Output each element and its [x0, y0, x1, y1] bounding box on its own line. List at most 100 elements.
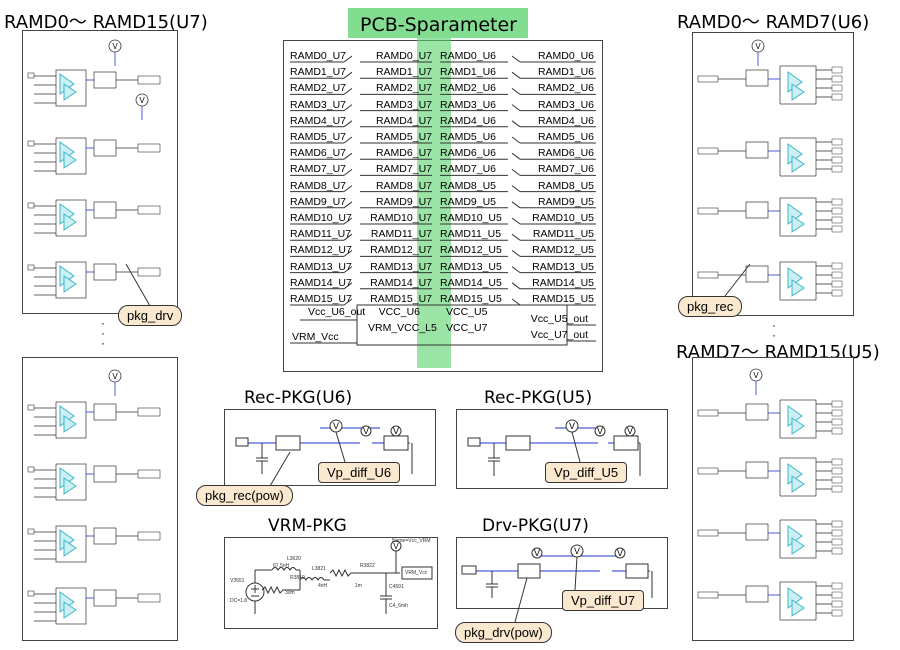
pcb-left-port: RAMD7_U7: [290, 163, 347, 176]
svg-text:V: V: [627, 426, 633, 436]
callout-pkg-rec-pow: pkg_rec(pow): [196, 485, 293, 506]
svg-text:V: V: [139, 96, 145, 105]
callout-vp-diff-u7: Vp_diff_U7: [562, 590, 645, 611]
pcb-vcc-u6-out: Vcc_U6_out: [308, 306, 366, 318]
pcb-inner-right: RAMD2_U6: [440, 82, 497, 95]
vrm-vsrc-label: V3551: [230, 578, 245, 584]
svg-text:V: V: [112, 42, 118, 51]
pcb-right-port: RAMD12_U5: [532, 244, 594, 257]
svg-text:V: V: [753, 371, 759, 380]
pcb-inner-right: RAMD13_U5: [440, 260, 502, 273]
callout-pkg-drv-pow: pkg_drv(pow): [455, 622, 552, 643]
pcb-vcc-u7-out: Vcc_U7_out: [530, 329, 588, 341]
svg-text:V: V: [393, 542, 399, 551]
pcb-right-port: RAMD11_U5: [532, 228, 594, 241]
ellipsis-left: ···: [101, 316, 105, 350]
svg-text:V: V: [617, 548, 623, 558]
vrm-l3821-label: L3821: [312, 566, 326, 572]
pcb-inner-right: RAMD0_U6: [440, 50, 497, 62]
pcb-vrm-vcc-l5: VRM_VCC_L5: [368, 322, 437, 334]
pcb-left-port: RAMD13_U7: [290, 260, 352, 273]
pcb-right-port: RAMD0_U6: [537, 50, 594, 62]
pcb-left-port: RAMD9_U7: [290, 195, 347, 208]
pcb-inner-left: RAMD10_U7: [370, 212, 432, 224]
pcb-inner-right: RAMD5_U6: [440, 131, 497, 143]
pcb-left-port: RAMD4_U7: [290, 114, 347, 127]
pcb-inner-right: RAMD15_U5: [440, 293, 502, 305]
pcb-inner-right: RAMD7_U6: [440, 163, 497, 176]
pcb-inner-left: RAMD11_U7: [370, 228, 432, 241]
pcb-title-highlight: [348, 8, 528, 38]
heading-rec-u6: Rec-PKG(U6): [244, 388, 353, 408]
pcb-inner-left: RAMD12_U7: [370, 244, 432, 257]
pcb-left-port: RAMD2_U7: [290, 82, 347, 95]
pcb-inner-right: RAMD14_U5: [440, 276, 502, 289]
callout-vp-diff-u6: Vp_diff_U6: [318, 462, 401, 483]
pcb-vcc-u7: VCC_U7: [446, 322, 488, 334]
pcb-left-port: RAMD10_U7: [290, 212, 352, 224]
pcb-right-port: RAMD5_U6: [537, 131, 594, 143]
pcb-right-port: RAMD4_U6: [537, 114, 594, 127]
pcb-inner-left: RAMD0_U7: [375, 50, 432, 62]
pcb-inner-left: RAMD15_U7: [370, 293, 432, 305]
pcb-inner-left: RAMD3_U7: [375, 98, 432, 111]
vrm-probe-name: Name=Vcc_VRM: [392, 538, 431, 544]
pcb-inner-left: RAMD9_U7: [375, 195, 432, 208]
pcb-inner-left: RAMD2_U7: [375, 82, 432, 95]
pcb-vrm-vcc: VRM_Vcc: [292, 331, 339, 343]
heading-vrm: VRM-PKG: [268, 516, 347, 536]
pcb-right-port: RAMD6_U6: [537, 147, 594, 160]
vrm-dc-label: DC=1.8: [230, 598, 248, 604]
pcb-right-port: RAMD2_U6: [537, 82, 594, 95]
pcb-right-port: RAMD7_U6: [537, 163, 594, 176]
pcb-right-port: RAMD10_U5: [532, 212, 594, 224]
pcb-inner-right: RAMD4_U6: [440, 114, 497, 127]
pcb-right-port: RAMD15_U5: [532, 293, 594, 305]
vrm-l1-value: 67.5nH: [273, 563, 290, 569]
pcb-inner-right: RAMD12_U5: [440, 244, 502, 257]
pcb-right-port: RAMD9_U5: [537, 195, 594, 208]
heading-drv-u7: Drv-PKG(U7): [482, 516, 589, 536]
pcb-center-highlight: [417, 38, 451, 368]
callout-pkg-drv: pkg_drv: [118, 305, 183, 326]
pcb-inner-right: RAMD1_U6: [440, 66, 497, 79]
vrm-pkg-panel: [224, 537, 438, 629]
svg-text:V: V: [755, 42, 761, 51]
pcb-left-port: RAMD5_U7: [290, 131, 347, 143]
pcb-vcc-u5-out: Vcc_U5_out: [530, 313, 588, 325]
pcb-left-port: RAMD8_U7: [290, 179, 347, 192]
pcb-inner-right: RAMD10_U5: [440, 212, 502, 224]
pcb-vcc-u6: VCC_U6: [378, 306, 420, 318]
pcb-right-port: RAMD13_U5: [532, 260, 594, 273]
vrm-r3819-label: R3819: [290, 575, 305, 581]
pcb-inner-left: RAMD5_U7: [375, 131, 432, 143]
pcb-left-port: RAMD1_U7: [290, 66, 347, 79]
vrm-l2-value: 4nH: [318, 583, 328, 589]
svg-text:V: V: [393, 426, 399, 436]
pcb-left-port: RAMD12_U7: [290, 244, 352, 257]
vrm-r3822-label: R3822: [360, 563, 375, 569]
svg-text:V: V: [574, 546, 580, 556]
pcb-left-port: RAMD3_U7: [290, 98, 347, 111]
vrm-c-value: C4_6mh: [389, 603, 408, 609]
pcb-inner-right: RAMD9_U5: [440, 195, 497, 208]
pcb-inner-right: RAMD11_U5: [440, 228, 502, 241]
vrm-r1-value: 30m: [285, 590, 295, 596]
pcb-left-port: RAMD11_U7: [290, 228, 352, 241]
pcb-inner-left: RAMD14_U7: [370, 276, 432, 289]
vrm-out-port: VRM_Vcc: [405, 570, 428, 576]
svg-text:V: V: [112, 372, 118, 381]
pcb-left-port: RAMD6_U7: [290, 147, 347, 160]
pcb-inner-right: RAMD3_U6: [440, 98, 497, 111]
vrm-r2-value: 1m: [355, 583, 362, 589]
heading-rec-u5: Rec-PKG(U5): [484, 388, 593, 408]
pcb-inner-left: RAMD7_U7: [375, 163, 432, 176]
callout-pkg-rec: pkg_rec: [678, 296, 743, 317]
pcb-inner-right: RAMD8_U5: [440, 179, 497, 192]
svg-text:V: V: [363, 426, 369, 436]
svg-text:V: V: [569, 421, 575, 431]
